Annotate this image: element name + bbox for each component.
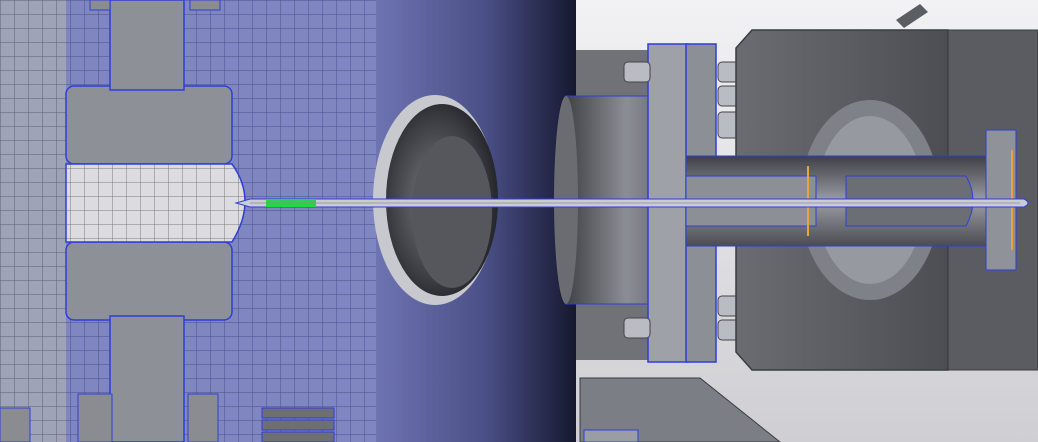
bottom-plate bbox=[579, 377, 781, 442]
probe-needle bbox=[234, 198, 1029, 208]
flange-cross-section bbox=[65, 0, 246, 442]
top-fittings bbox=[89, 0, 221, 11]
bottom-fittings bbox=[0, 393, 335, 442]
